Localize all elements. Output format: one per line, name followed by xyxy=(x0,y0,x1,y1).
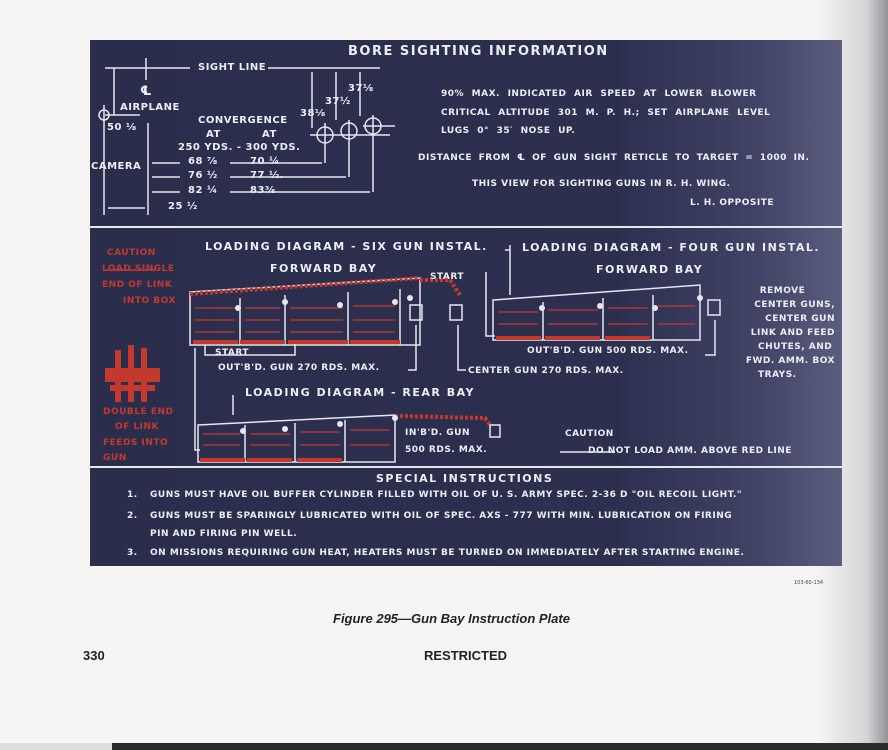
left-caution-line-2: END OF LINK xyxy=(102,280,173,290)
viewer-tab[interactable] xyxy=(0,743,112,750)
camera-label: CAMERA xyxy=(91,161,142,172)
gun-position-markers xyxy=(235,295,703,434)
convergence-label: CONVERGENCE xyxy=(198,115,288,126)
six-gun-subtitle: FORWARD BAY xyxy=(270,262,378,275)
page-number: 330 xyxy=(83,648,105,663)
drawing-code: 103-60-134 xyxy=(794,580,824,586)
special-instructions-title: SPECIAL INSTRUCTIONS xyxy=(376,472,554,485)
ammo-rounds xyxy=(193,336,650,462)
figure-caption: Figure 295—Gun Bay Instruction Plate xyxy=(333,611,570,626)
gun-bay-instruction-plate: BORE SIGHTING INFORMATION SIGHT LINE ℄ A… xyxy=(90,40,842,566)
four-gun-outboard: OUT'B'D. GUN 500 RDS. MAX. xyxy=(527,346,689,356)
instruction-2-text: GUNS MUST BE SPARINGLY LUBRICATED WITH O… xyxy=(150,511,733,521)
section-divider-2 xyxy=(90,466,842,468)
caution-title: CAUTION xyxy=(565,429,614,439)
opposite-note: L. H. OPPOSITE xyxy=(690,198,774,208)
height-gun-1: 38⅛ xyxy=(300,108,326,119)
remove-note-line: CENTER GUNS, xyxy=(754,300,835,310)
six-gun-forward-bay-diagram xyxy=(189,272,495,451)
left-caution-title: CAUTION xyxy=(107,248,156,258)
row-2-a: 76 ½ xyxy=(188,170,218,181)
instruction-1-num: 1. xyxy=(127,490,138,500)
at-label-1: AT xyxy=(206,129,221,140)
six-gun-start-top: START xyxy=(430,272,465,282)
plate-diagram-lines xyxy=(98,58,721,463)
height-gun-3: 37⅛ xyxy=(348,83,374,94)
gun-height-dimensions xyxy=(311,72,361,128)
double-end-line-1: DOUBLE END xyxy=(103,407,174,417)
double-end-line-4: GUN xyxy=(103,453,127,463)
four-gun-subtitle: FORWARD BAY xyxy=(596,263,704,276)
sight-line-label: SIGHT LINE xyxy=(198,62,267,73)
caution-text: DO NOT LOAD AMM. ABOVE RED LINE xyxy=(588,446,792,456)
row-1-b: 70 ¼ xyxy=(250,156,280,167)
centerline-symbol: ℄ xyxy=(140,84,154,99)
classification-footer: RESTRICTED xyxy=(424,648,508,663)
rear-bay-diagram xyxy=(197,395,501,463)
row-3-b: 83⅜ xyxy=(250,185,276,196)
convergence-dimension-lines xyxy=(152,162,370,193)
gun-crosshair-lines xyxy=(310,115,395,192)
instruction-3-text: ON MISSIONS REQUIRING GUN HEAT, HEATERS … xyxy=(150,548,745,558)
remove-note-line: REMOVE xyxy=(759,286,806,296)
note-line-2: CRITICAL ALTITUDE 301 M. P. H.; SET AIRP… xyxy=(441,108,771,118)
remove-note-line: TRAYS. xyxy=(758,370,797,380)
row-2-b: 77 ½. xyxy=(250,170,285,181)
rear-bay-title: LOADING DIAGRAM - REAR BAY xyxy=(245,386,476,399)
instruction-2-num: 2. xyxy=(127,511,138,521)
distance-note: DISTANCE FROM ℄ OF GUN SIGHT RETICLE TO … xyxy=(418,153,810,163)
note-line-1: 90% MAX. INDICATED AIR SPEED AT LOWER BL… xyxy=(441,89,757,99)
convergence-ranges: 250 YDS. - 300 YDS. xyxy=(178,142,301,153)
at-label-2: AT xyxy=(262,129,277,140)
row-3-a: 82 ¼ xyxy=(188,185,218,196)
viewer-bottom-bar xyxy=(0,743,888,750)
instruction-1-text: GUNS MUST HAVE OIL BUFFER CYLINDER FILLE… xyxy=(150,490,743,500)
ammo-link-feed-icon xyxy=(105,345,160,402)
row-1-a: 68 ⅞ xyxy=(188,156,218,167)
plate-title: BORE SIGHTING INFORMATION xyxy=(348,44,609,59)
remove-note: REMOVE CENTER GUNS, CENTER GUN LINK AND … xyxy=(730,286,835,380)
remove-note-line: CHUTES, AND xyxy=(758,342,833,352)
airplane-label: AIRPLANE xyxy=(120,102,180,113)
four-gun-title: LOADING DIAGRAM - FOUR GUN INSTAL. xyxy=(522,241,821,254)
double-end-line-2: OF LINK xyxy=(115,422,160,432)
camera-lateral: 25 ½ xyxy=(168,201,198,212)
rear-bay-inboard-2: 500 RDS. MAX. xyxy=(405,445,488,455)
section-divider-1 xyxy=(90,226,842,228)
camera-offset: 50 ⅛ xyxy=(107,122,137,133)
six-gun-center: CENTER GUN 270 RDS. MAX. xyxy=(468,366,624,376)
remove-note-line: FWD. AMM. BOX xyxy=(745,356,835,366)
remove-note-line: CENTER GUN xyxy=(765,314,835,324)
height-gun-2: 37½ xyxy=(325,96,351,107)
left-caution-line-3: INTO BOX xyxy=(123,296,176,306)
note-line-3: LUGS 0° 35′ NOSE UP. xyxy=(441,126,576,136)
left-caution-line-1: LOAD SINGLE xyxy=(102,264,175,274)
instruction-3-num: 3. xyxy=(127,548,138,558)
ammo-belt-paths xyxy=(195,305,695,446)
six-gun-outboard: OUT'B'D. GUN 270 RDS. MAX. xyxy=(218,363,380,373)
six-gun-title: LOADING DIAGRAM - SIX GUN INSTAL. xyxy=(205,240,488,253)
six-gun-start-bottom: START xyxy=(215,348,250,358)
instruction-2-text-cont: PIN AND FIRING PIN WELL. xyxy=(150,529,298,539)
view-note: THIS VIEW FOR SIGHTING GUNS IN R. H. WIN… xyxy=(472,179,731,189)
remove-note-line: LINK AND FEED xyxy=(750,328,835,338)
double-end-line-3: FEEDS INTO xyxy=(103,438,169,448)
rear-bay-inboard-1: IN'B'D. GUN xyxy=(405,428,471,438)
